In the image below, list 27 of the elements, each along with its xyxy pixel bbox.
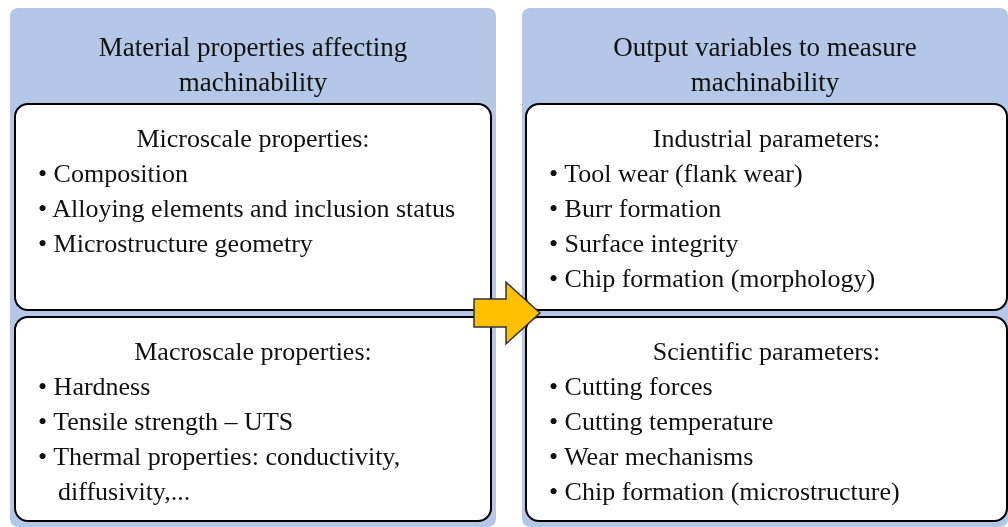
list-item: • Wear mechanisms [549, 441, 754, 473]
card-heading: Macroscale properties: [134, 336, 372, 368]
list-item: • Surface integrity [549, 228, 739, 260]
panel-heading: Material properties affecting machinability [97, 31, 409, 99]
list-item: • Hardness [38, 371, 152, 403]
property-card [14, 103, 492, 311]
list-item: • Burr formation [549, 193, 722, 225]
card-heading: Industrial parameters: [652, 123, 881, 155]
list-item: • Thermal properties: conductivity, diffusivity,... [38, 441, 402, 508]
list-item: • Composition [38, 158, 189, 190]
card-heading: Scientific parameters: [652, 336, 881, 368]
list-item: • Cutting forces [549, 371, 713, 403]
list-item: • Tensile strength – UTS [38, 406, 294, 438]
property-card [14, 316, 492, 522]
block-arrow [473, 280, 542, 346]
group-panel [522, 8, 1008, 527]
list-item: • Chip formation (microstructure) [549, 476, 900, 508]
list-item: • Cutting temperature [549, 406, 774, 438]
list-item: • Alloying elements and inclusion status [38, 193, 456, 225]
group-panel [10, 8, 496, 527]
list-item: • Microstructure geometry [38, 228, 313, 260]
card-heading: Microscale properties: [136, 123, 370, 155]
property-card [525, 103, 1008, 311]
list-item: • Tool wear (flank wear) [549, 158, 803, 190]
panel-heading: Output variables to measure machinability [612, 31, 918, 99]
list-item: • Chip formation (morphology) [549, 263, 876, 295]
property-card [525, 316, 1008, 522]
